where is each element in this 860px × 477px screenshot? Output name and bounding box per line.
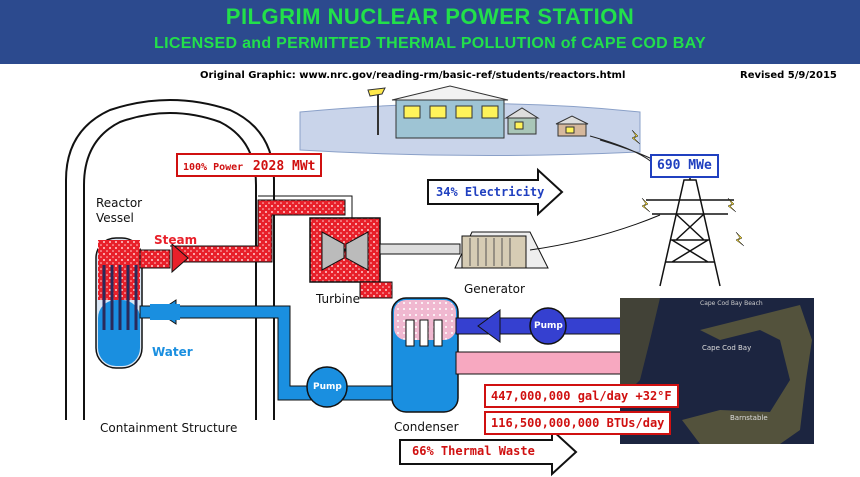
containment-label: Containment Structure [100,421,238,435]
page-title: PILGRIM NUCLEAR POWER STATION [225,4,635,29]
header-banner [0,0,860,64]
pump-right-label: Pump [534,321,563,331]
heat-box: 116,500,000,000 BTUs/day [484,411,672,435]
source-credit: Original Graphic: www.nrc.gov/reading-rm… [200,70,626,81]
turbine-label: Turbine [316,292,360,306]
page-subtitle: LICENSED and PERMITTED THERMAL POLLUTION… [154,35,706,52]
revised-date: Revised 5/9/2015 [740,70,837,81]
map-label-top: Cape Cod Bay Beach [700,300,763,307]
water-label: Water [152,345,193,359]
flow-box: 447,000,000 gal/day +32°F [484,384,679,408]
thermal-waste-arrow [399,427,578,477]
transmission-tower [646,168,734,287]
generator-label: Generator [464,282,525,296]
electricity-arrow [427,167,564,217]
containment-outline [65,99,275,420]
reactor-label: Reactor [96,196,143,210]
map-label-barnstable: Barnstable [730,414,768,422]
steam-label: Steam [154,233,198,247]
power-value: 2028 MWt [252,159,316,174]
thermal-waste-text: 66% Thermal Waste [412,444,535,458]
houses-illustration [299,85,641,157]
vessel-label: Vessel [96,211,134,225]
power-box: 100% Power 2028 MWt [176,153,323,177]
power-prefix: 100% Power [183,162,244,173]
condenser-label: Condenser [394,420,459,434]
pump-left-label: Pump [313,382,342,392]
electricity-text: 34% Electricity [436,185,545,199]
map-label-bay: Cape Cod Bay [702,344,751,352]
output-box: 690 MWe [650,154,719,178]
